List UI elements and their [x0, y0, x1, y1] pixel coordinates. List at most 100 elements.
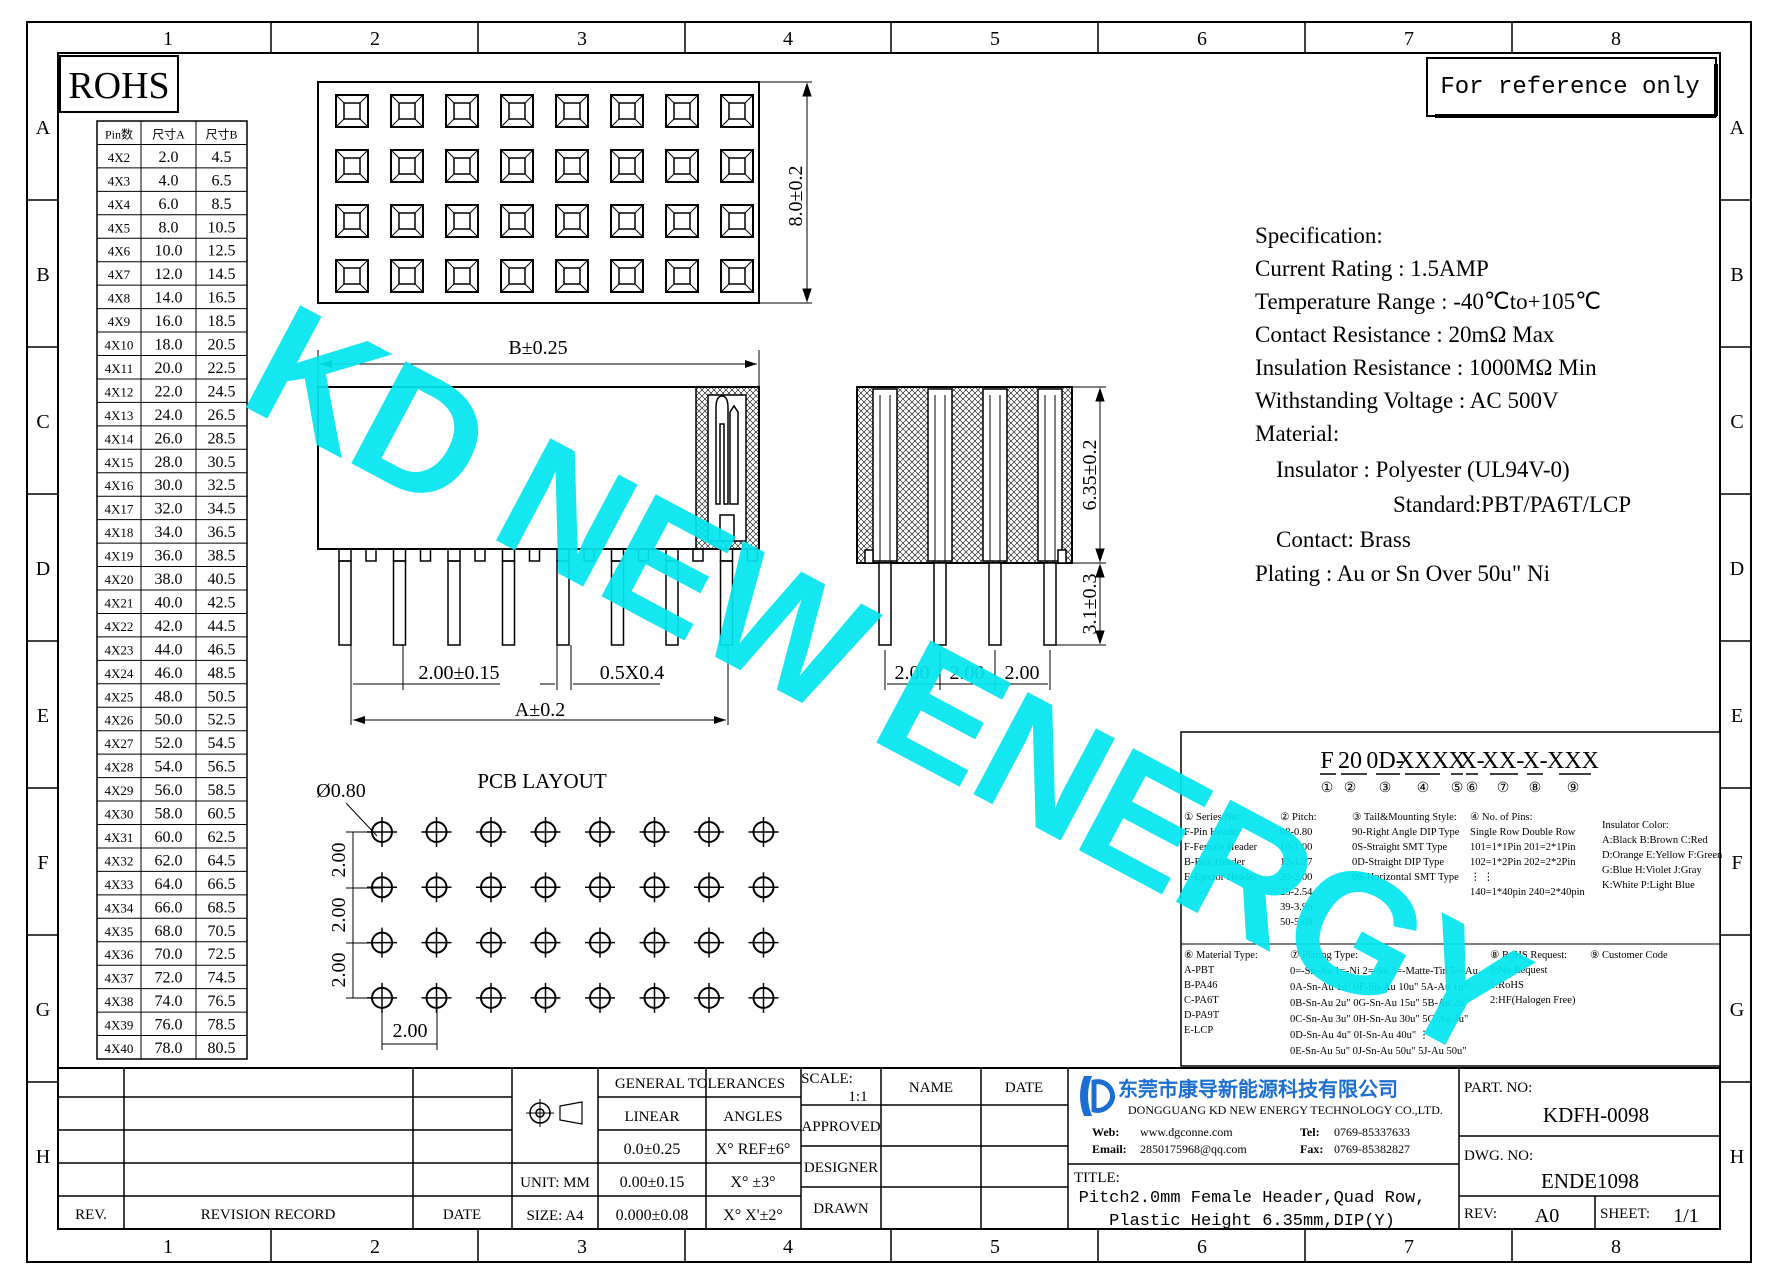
table-cell: 48.5 [208, 665, 236, 682]
table-cell: 4X31 [105, 830, 134, 845]
table-cell: 58.0 [155, 806, 183, 823]
email-value: 2850175968@qq.com [1140, 1142, 1247, 1156]
tol-angle-1: X° REF±6° [716, 1141, 790, 1158]
pcb-pitch-v1: 2.00 [328, 843, 350, 878]
table-cell: 2.0 [159, 149, 179, 166]
date2-header: DATE [1005, 1080, 1043, 1096]
table-cell: 4X28 [105, 760, 134, 775]
spec-line: Current Rating : 1.5AMP [1255, 256, 1489, 281]
pcb-layout [345, 802, 779, 1050]
table-cell: 56.5 [208, 759, 236, 776]
table-cell: 76.5 [208, 993, 236, 1010]
column-label: 5 [990, 28, 1000, 50]
column-label: 4 [783, 28, 793, 50]
code-marker: ⑦ [1497, 781, 1510, 796]
outer-frame [26, 21, 1752, 1263]
code-legend-line: Single Row Double Row [1470, 827, 1576, 838]
column-label: 1 [163, 1236, 173, 1258]
table-cell: 14.0 [155, 290, 183, 307]
code-segment: 0D- [1366, 748, 1403, 774]
code-legend-line: 0C-Sn-Au 3u" 0H-Sn-Au 30u" 5C-Au 3u" [1290, 1014, 1468, 1025]
table-cell: 16.5 [208, 290, 236, 307]
table-cell: 10.0 [155, 243, 183, 260]
code-segment: X- [1459, 748, 1484, 774]
part-no-label: PART. NO: [1464, 1080, 1532, 1096]
table-cell: 4X25 [105, 689, 134, 704]
row-label: E [37, 705, 49, 727]
table-cell: 10.5 [208, 219, 236, 236]
code-marker: ⑥ [1466, 781, 1479, 796]
table-cell: 4X23 [105, 642, 134, 657]
code-marker: ⑨ [1567, 781, 1580, 796]
column-label: 7 [1404, 28, 1414, 50]
tel-value: 0769-85337633 [1334, 1125, 1410, 1139]
table-cell: 72.0 [155, 970, 183, 987]
code-legend-line: ④ No. of Pins: [1470, 811, 1533, 823]
code-legend-line: D:Orange E:Yellow F:Green [1602, 850, 1723, 861]
table-cell: 60.5 [208, 806, 236, 823]
table-cell: 4X37 [105, 971, 134, 986]
code-marker: ⑧ [1529, 781, 1542, 796]
table-cell: 30.0 [155, 477, 183, 494]
table-cell: 28.5 [208, 430, 236, 447]
table-cell: 4X30 [105, 807, 134, 822]
code-legend-line: 0B-Sn-Au 2u" 0G-Sn-Au 15u" 5B-Au 2u" [1290, 998, 1468, 1009]
code-segment: X- [1522, 748, 1547, 774]
pin-size-dimension: 0.5X0.4 [600, 662, 664, 684]
code-legend-line: F-Female Header [1184, 842, 1258, 853]
code-marker: ③ [1379, 781, 1392, 796]
dwg-no-value: ENDE1098 [1541, 1169, 1639, 1193]
table-cell: 56.0 [155, 782, 183, 799]
table-cell: 42.5 [208, 594, 236, 611]
table-cell: 4X4 [108, 197, 131, 212]
table-cell: 4X16 [105, 478, 134, 493]
table-cell: 74.0 [155, 993, 183, 1010]
table-cell: 76.0 [155, 1017, 183, 1034]
table-cell: 46.0 [155, 665, 183, 682]
table-cell: 38.5 [208, 548, 236, 565]
date-header: DATE [443, 1207, 481, 1223]
table-cell: 32.5 [208, 477, 236, 494]
table-header: 尺寸B [205, 127, 237, 141]
code-segment: XXX [1397, 748, 1449, 774]
table-cell: 44.5 [208, 618, 236, 635]
rev-value: A0 [1535, 1205, 1559, 1227]
table-header: Pin数 [105, 126, 133, 141]
table-cell: 54.5 [208, 735, 236, 752]
row-label: A [36, 117, 51, 139]
code-segment: F [1320, 748, 1333, 774]
table-cell: 34.5 [208, 501, 236, 518]
height-top-dim: 8.0±0.2 [785, 166, 807, 227]
title-block [57, 1067, 1721, 1230]
code-segment: XXX [1547, 748, 1599, 774]
code-segment: XX- [1482, 748, 1525, 774]
tol-angle-3: X° X'±2° [723, 1207, 783, 1224]
table-cell: 4X33 [105, 877, 134, 892]
table-cell: 52.0 [155, 735, 183, 752]
table-cell: 78.5 [208, 1017, 236, 1034]
code-legend-line: ⑦ Plating Type: [1290, 949, 1358, 961]
table-cell: 30.5 [208, 454, 236, 471]
table-cell: 4X34 [105, 900, 134, 915]
code-legend-line: ⑨ Customer Code [1590, 949, 1668, 961]
column-ticks [270, 22, 1513, 1262]
table-cell: 4X17 [105, 502, 134, 517]
specification-block: Specification:Current Rating : 1.5AMPTem… [1255, 223, 1631, 586]
b-dimension: B±0.25 [508, 337, 567, 359]
table-cell: 4X35 [105, 924, 134, 939]
column-label: 2 [370, 28, 380, 50]
table-cell: 26.5 [208, 407, 236, 424]
code-legend-line: 102=1*2Pin 202=2*2Pin [1470, 857, 1576, 868]
table-cell: 20.0 [155, 360, 183, 377]
size-label: SIZE: A4 [526, 1208, 584, 1224]
table-cell: 70.5 [208, 923, 236, 940]
code-legend-line: B-Box Header [1184, 857, 1245, 868]
front-view [317, 350, 760, 725]
company-logo [1080, 1076, 1116, 1116]
hole-dimension: Ø0.80 [316, 780, 365, 802]
top-view [317, 81, 812, 304]
table-cell: 50.5 [208, 688, 236, 705]
table-cell: 4X36 [105, 947, 134, 962]
code-legend-line: ⑧ RoHS Request: [1490, 949, 1567, 961]
